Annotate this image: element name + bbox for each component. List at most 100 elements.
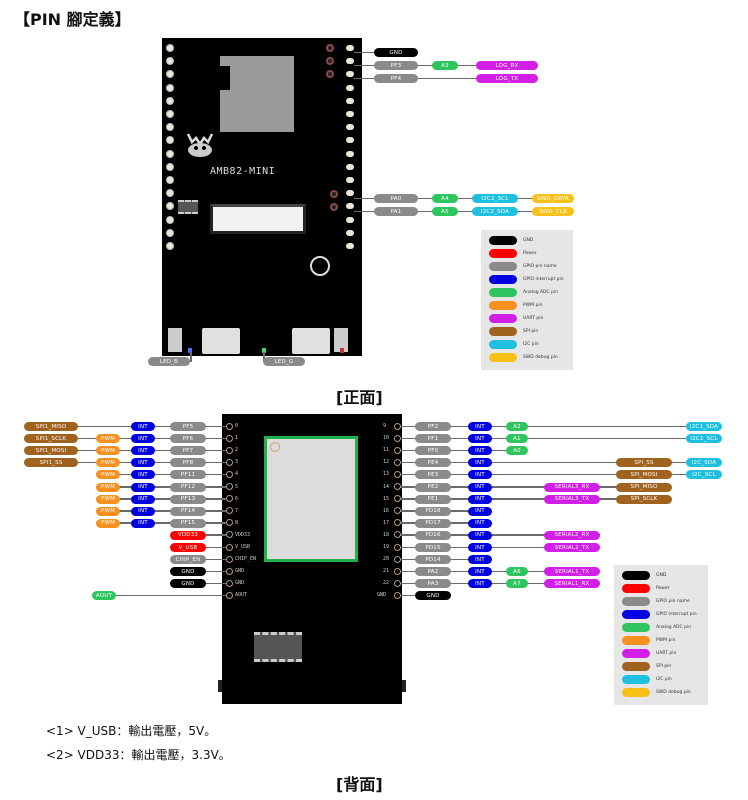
gpio-chip: PD14	[415, 555, 451, 565]
legend-label: SWD debug pin	[523, 355, 558, 360]
legend-label: GPIO interrupt pin	[523, 277, 564, 282]
pin-chip-uart: LOG_RX	[476, 61, 538, 70]
pin-chip-gpio: PF3	[374, 61, 418, 70]
legend-item: I2C pin	[622, 675, 672, 684]
legend-swatch	[489, 327, 517, 336]
header-hole-right	[346, 150, 354, 157]
legend-swatch	[489, 249, 517, 258]
gpio-chip: PF6	[170, 434, 206, 444]
gpio-chip: PD16	[415, 530, 451, 540]
legend-swatch	[489, 301, 517, 310]
gpio-chip: PE1	[415, 494, 451, 504]
legend-item: GND	[622, 571, 666, 580]
legend-label: Analog ADC pin	[656, 625, 692, 630]
int-chip: INT	[131, 494, 155, 504]
via-icon	[326, 44, 334, 52]
pin-number: 13	[383, 471, 390, 478]
legend-label: SPI pin	[523, 329, 539, 334]
spi-chip: SPI1_SS	[24, 458, 78, 468]
header-hole-left	[166, 44, 174, 52]
gnd-chip: GND	[415, 591, 451, 601]
header-hole-left	[166, 149, 174, 158]
int-chip: INT	[468, 530, 492, 540]
legend-swatch	[622, 571, 650, 580]
int-chip: INT	[468, 470, 492, 480]
pin-number: 5	[235, 483, 239, 490]
aout-chip: AOUT	[92, 591, 116, 601]
pin-number: 14	[383, 483, 390, 490]
sd-card-notch	[220, 66, 230, 90]
led-r-dot	[340, 348, 344, 353]
int-chip: INT	[131, 482, 155, 492]
pin-ring-icon	[394, 543, 401, 551]
board-edge-right	[402, 680, 406, 692]
pin-chip-gpio: PF4	[374, 74, 418, 83]
pin-leader-line	[400, 582, 600, 585]
pin-number: 18	[383, 531, 390, 538]
int-chip: INT	[468, 506, 492, 516]
i2c-chip: I2C1_SCL	[686, 434, 722, 444]
int-chip: INT	[468, 458, 492, 468]
legend-swatch	[622, 584, 650, 593]
pin-leader-line	[100, 594, 226, 597]
pin-leader-line	[200, 546, 226, 548]
legend-item: SWD debug pin	[622, 688, 691, 697]
gpio-chip: PF8	[170, 458, 206, 468]
gpio-chip: PF14	[170, 506, 206, 516]
legend-label: GND	[656, 573, 667, 578]
header-hole-right	[346, 97, 354, 104]
pin-leader-line	[400, 486, 660, 488]
header-hole-right	[346, 163, 354, 170]
int-chip: INT	[131, 422, 155, 431]
legend-swatch	[622, 662, 650, 671]
pin-ring-icon	[394, 555, 401, 563]
legend-item: Analog ADC pin	[622, 623, 691, 632]
int-chip: INT	[131, 434, 155, 444]
board-label: AMB82-MINI	[210, 166, 276, 177]
gpio-chip: PF0	[415, 446, 451, 456]
pin-leader-line	[200, 582, 226, 585]
button-left[interactable]	[168, 328, 182, 352]
button-right[interactable]	[334, 328, 348, 352]
back-board	[218, 414, 406, 704]
header-hole-right	[346, 111, 354, 117]
pin-name: GND	[235, 568, 245, 575]
legend-item: I2C pin	[489, 340, 539, 349]
antenna-icon	[270, 442, 280, 452]
legend-label: PWM pin	[656, 638, 676, 643]
header-hole-left	[166, 136, 174, 145]
pin-ring-icon	[226, 579, 233, 587]
legend-swatch	[622, 649, 650, 658]
pin-number: 3	[235, 459, 239, 466]
i2c-chip: I2C_SDA	[686, 458, 722, 468]
camera-connector	[210, 204, 306, 234]
note-vusb: <1> V_USB：輸出電壓，5V。	[46, 724, 217, 738]
int-chip: INT	[468, 434, 492, 444]
uart-chip: SERIAL2_TX	[544, 543, 600, 552]
legend-swatch	[622, 597, 650, 606]
led-b-label: LED_B	[148, 357, 190, 366]
pin-leader-line	[354, 77, 538, 79]
pin-chip-gpio: PA0	[374, 194, 418, 203]
power-chip: V_USB	[170, 543, 206, 552]
uart-chip: SERIAL3_TX	[544, 494, 600, 504]
adc-chip: A7	[506, 579, 528, 589]
pin-leader-line	[96, 473, 226, 476]
pin-number: 2	[235, 447, 239, 454]
pin-name: GND	[235, 580, 245, 587]
header-hole-left	[166, 189, 174, 198]
pin-ring-icon	[394, 458, 401, 466]
pin-number: 10	[383, 435, 390, 442]
int-chip: INT	[468, 482, 492, 492]
legend-item: GPIO pin name	[489, 262, 557, 271]
pin-leader-line	[354, 210, 574, 212]
pin-name: VDD33	[235, 531, 251, 538]
int-chip: INT	[468, 567, 492, 577]
legend-label: PWM pin	[523, 303, 543, 308]
mounting-circle	[310, 256, 330, 276]
header-hole-left	[166, 202, 174, 211]
led-g-dot	[262, 348, 266, 353]
uart-chip: SERIAL2_RX	[544, 530, 600, 540]
power-chip: GND	[170, 567, 206, 577]
